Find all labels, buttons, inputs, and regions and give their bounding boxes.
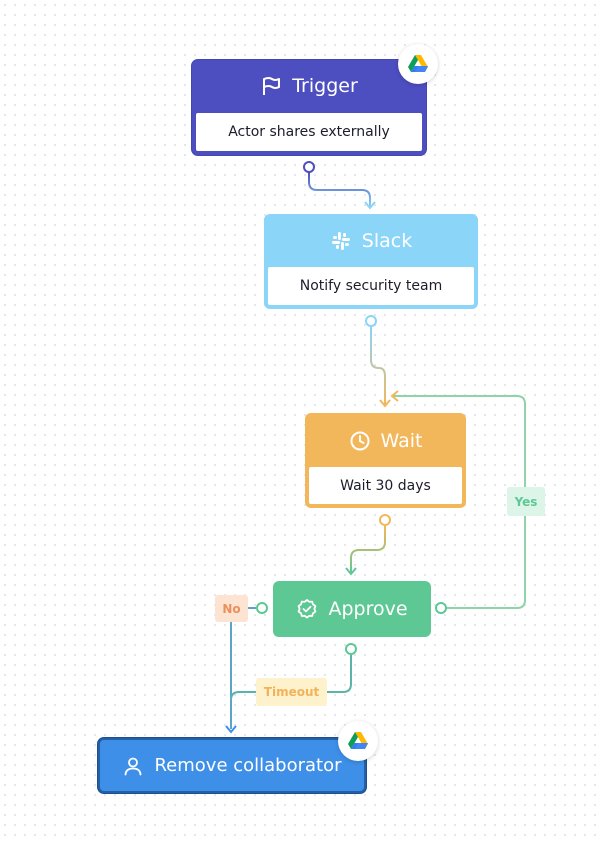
port-wait-out[interactable] [379, 514, 391, 526]
flag-icon [260, 75, 282, 97]
edge-wait-approve [350, 526, 386, 574]
edge-approve-no [230, 607, 256, 729]
edge-label-yes: Yes [507, 487, 545, 516]
node-remove-title: Remove collaborator [154, 755, 342, 776]
node-slack-detail: Notify security team [268, 267, 474, 305]
node-trigger-detail: Actor shares externally [196, 113, 422, 151]
arrow-remove-in [225, 725, 237, 734]
node-wait-detail: Wait 30 days [309, 467, 462, 504]
node-slack-title: Slack [361, 230, 413, 252]
port-slack-out[interactable] [365, 315, 377, 327]
node-wait-title: Wait [380, 429, 423, 452]
arrow-approve-in [345, 567, 357, 576]
edge-slack-wait [370, 327, 386, 406]
user-icon [122, 755, 144, 777]
node-approve-header: Approve [273, 581, 431, 637]
check-badge-icon [296, 598, 318, 620]
node-slack[interactable]: Slack Notify security team [264, 214, 478, 309]
edge-trigger-slack [308, 172, 371, 208]
node-wait[interactable]: Wait Wait 30 days [305, 413, 466, 508]
port-trigger-out[interactable] [303, 161, 315, 173]
node-remove-collaborator[interactable]: Remove collaborator [98, 738, 366, 793]
port-approve-yes[interactable] [435, 602, 447, 614]
port-approve-timeout[interactable] [345, 643, 357, 655]
google-drive-icon [338, 721, 378, 761]
node-slack-header: Slack [264, 214, 478, 268]
arrow-yes-in [390, 390, 399, 402]
node-trigger-header: Trigger [192, 60, 426, 112]
arrow-wait-in [379, 399, 391, 408]
node-approve-title: Approve [328, 598, 408, 620]
google-drive-icon [398, 44, 438, 84]
clock-icon [349, 430, 371, 452]
node-trigger[interactable]: Trigger Actor shares externally [192, 60, 426, 155]
node-trigger-title: Trigger [292, 75, 358, 97]
node-approve[interactable]: Approve [273, 581, 431, 637]
arrow-slack-in [364, 201, 376, 210]
node-remove-header: Remove collaborator [100, 740, 364, 791]
node-wait-header: Wait [305, 413, 466, 468]
edge-label-timeout: Timeout [256, 678, 327, 706]
port-approve-no[interactable] [256, 602, 268, 614]
edge-approve-timeout [230, 655, 352, 701]
edge-label-no: No [215, 595, 248, 622]
slack-icon [330, 230, 352, 252]
